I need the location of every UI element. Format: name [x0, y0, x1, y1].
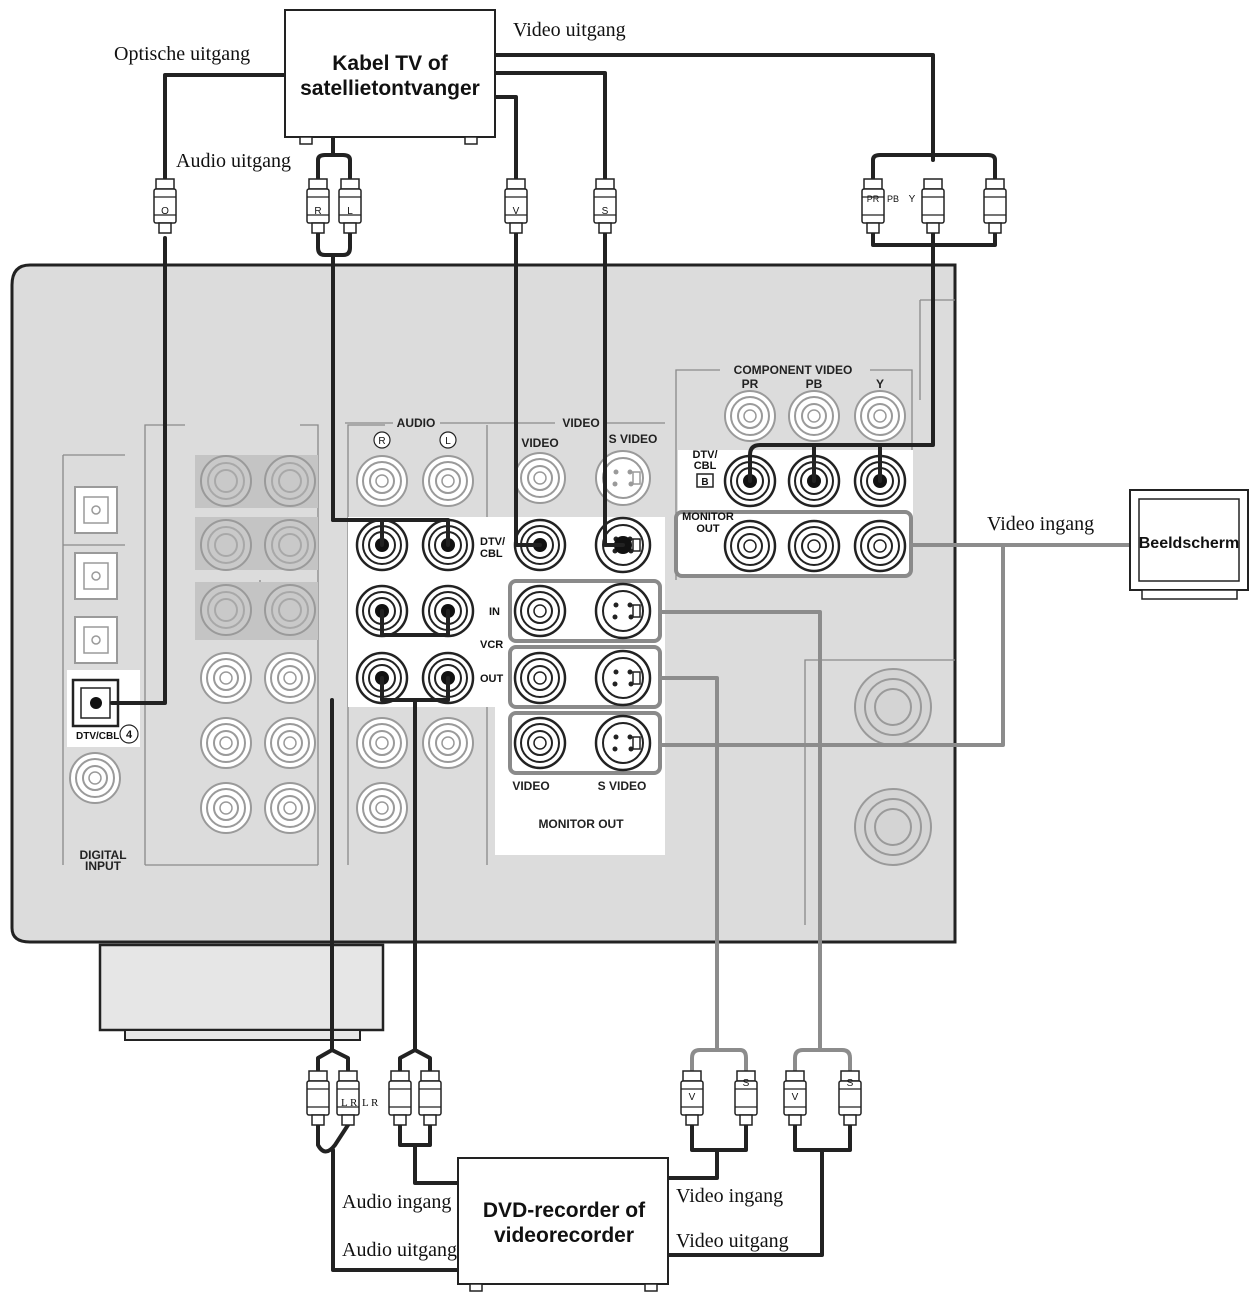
bottom-svideo-label: S VIDEO	[598, 779, 647, 793]
monitor-device: Beeldscherm	[1129, 489, 1249, 600]
video-out-top-label: Video uitgang	[513, 19, 626, 41]
cables	[110, 53, 1132, 1272]
plug-s2-letter: S	[847, 1078, 854, 1089]
video-in-rec-label: Video ingang	[676, 1185, 783, 1207]
video-col-label: VIDEO	[521, 436, 558, 450]
plug-left-letter: L	[347, 206, 353, 217]
digital-input-label-1: DIGITAL	[79, 848, 126, 862]
plug-pr-letter: PR	[867, 194, 880, 204]
receiver-rear-panel: DTV/CBL 4 DIGITAL INPUT AUDIO VIDEO R L …	[10, 263, 957, 1041]
plug-s1-letter: S	[743, 1078, 750, 1089]
digital-number-label: 4	[126, 729, 133, 741]
plug-optical-letter: O	[161, 206, 169, 217]
recorder-device: DVD-recorder of videorecorder	[457, 1157, 669, 1292]
speaker-terminal-lower	[854, 788, 932, 866]
plug-y-letter: Y	[909, 194, 916, 205]
plug-right-letter: R	[314, 206, 321, 217]
plug-v2-letter: V	[792, 1092, 799, 1103]
source-device: Kabel TV of satellietontvanger	[284, 9, 496, 145]
plug-svideo-letter: S	[602, 206, 609, 217]
component-video-header: COMPONENT VIDEO	[734, 363, 853, 377]
comp-dtv-label-2: CBL	[694, 460, 717, 472]
vcr-label: VCR	[480, 639, 503, 651]
source-title-line2: satellietontvanger	[300, 77, 480, 100]
video-out-rec-label: Video uitgang	[676, 1230, 789, 1252]
speaker-terminal-upper	[854, 668, 932, 746]
source-title-line1: Kabel TV of	[332, 52, 449, 75]
audio-out-rec-label: Audio uitgang	[342, 1239, 457, 1261]
plug-video-letter: V	[513, 206, 520, 217]
comp-badge: B	[701, 477, 708, 488]
svideo-col-label: S VIDEO	[609, 432, 658, 446]
plug-lr2-letter: L R	[362, 1097, 379, 1109]
bottom-video-label: VIDEO	[512, 779, 549, 793]
in-label: IN	[489, 606, 500, 618]
digital-dtvcbl-label: DTV/CBL	[76, 731, 119, 742]
audio-r-marker: R	[378, 436, 385, 447]
recorder-title-line2: videorecorder	[494, 1224, 634, 1247]
component-pb-label: PB	[806, 377, 823, 391]
monitor-out-label: MONITOR OUT	[538, 817, 624, 831]
video-in-monitor-label: Video ingang	[987, 513, 1094, 535]
comp-monitor-label-1: MONITOR	[682, 511, 734, 523]
optical-out-label: Optische uitgang	[114, 43, 250, 65]
plug-pb-letter: PB	[887, 194, 899, 204]
comp-dtv-label-1: DTV/	[692, 449, 717, 461]
cable-labels: Optische uitgang Audio uitgang Video uit…	[114, 19, 1094, 1261]
comp-monitor-label-2: OUT	[696, 523, 720, 535]
dtvcbl-row-label-2: CBL	[480, 548, 503, 560]
out-label: OUT	[480, 673, 504, 685]
monitor-title: Beeldscherm	[1139, 535, 1240, 552]
plugs: O R L V S PR PB Y L R L R V S V S	[153, 178, 1007, 1126]
digital-input-label-2: INPUT	[85, 859, 122, 873]
video-header: VIDEO	[562, 416, 599, 430]
audio-out-top-label: Audio uitgang	[176, 150, 291, 172]
component-pr-label: PR	[742, 377, 759, 391]
recorder-title-line1: DVD-recorder of	[483, 1199, 646, 1222]
component-y-label: Y	[876, 377, 884, 391]
plug-lr1-letter: L R	[341, 1097, 358, 1109]
plug-v1-letter: V	[689, 1092, 696, 1103]
dtvcbl-row-label-1: DTV/	[480, 536, 505, 548]
audio-l-marker: L	[445, 436, 451, 447]
audio-in-rec-label: Audio ingang	[342, 1191, 451, 1213]
audio-header: AUDIO	[397, 416, 436, 430]
